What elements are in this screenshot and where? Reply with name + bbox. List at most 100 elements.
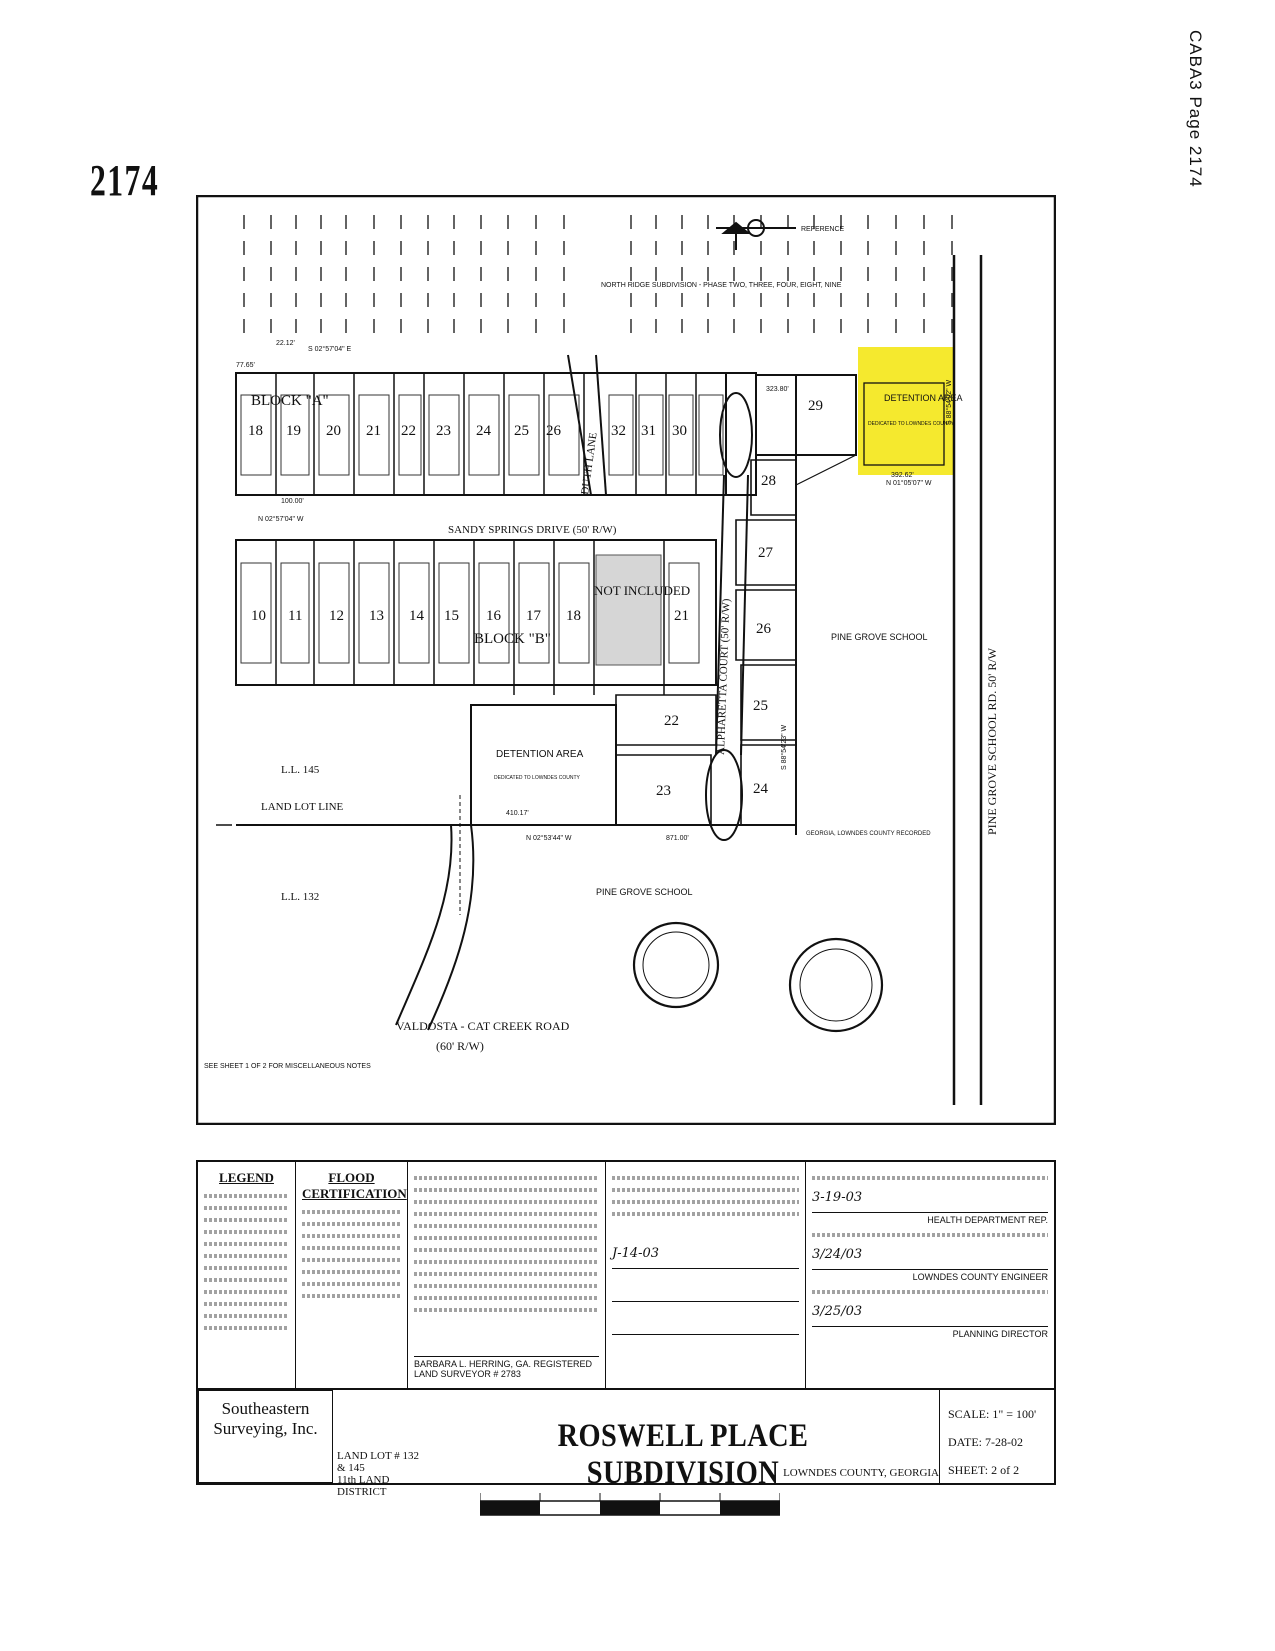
subdivision-title: ROSWELL PLACE SUBDIVISION bbox=[557, 1418, 809, 1491]
bearing-label: N 02°53'44" W bbox=[526, 834, 572, 842]
lot-label: 27 bbox=[758, 545, 774, 561]
street-label: SANDY SPRINGS DRIVE (50' R/W) bbox=[448, 524, 617, 536]
lot-label: 11 bbox=[288, 608, 302, 624]
lot-label: 23 bbox=[436, 423, 451, 439]
title-block: Southeastern Surveying, Inc. LAND LOT # … bbox=[196, 1390, 1056, 1498]
bearing-label: S 02°57'04" E bbox=[308, 345, 352, 353]
not-included-parcel bbox=[595, 554, 662, 666]
approval-engineer: LOWNDES COUNTY ENGINEER bbox=[912, 1272, 1048, 1282]
lot-label: 28 bbox=[761, 473, 776, 489]
lot-label: 26 bbox=[756, 621, 772, 637]
detention-upper-note: DEDICATED TO LOWNDES COUNTY bbox=[868, 421, 955, 427]
north-arrow-icon bbox=[716, 219, 796, 250]
flood-certification-panel: FLOOD CERTIFICATION bbox=[296, 1162, 408, 1388]
street-label: ALPHARETTA COURT (50' R/W) bbox=[715, 598, 732, 755]
owner-signature-date: J-14-03 bbox=[612, 1246, 799, 1269]
approval-date-3: 3/25/03 bbox=[812, 1304, 1048, 1327]
lot-label: 23 bbox=[656, 783, 671, 799]
distance-label: 323.80' bbox=[766, 386, 789, 393]
scale-label: SCALE: 1" = 100' bbox=[948, 1407, 1037, 1421]
distance-label: 410.17' bbox=[506, 810, 529, 817]
bearing-label: S 88°54'23" W bbox=[780, 724, 788, 770]
lot-label: 25 bbox=[514, 423, 529, 439]
legend-title: LEGEND bbox=[219, 1170, 274, 1185]
planning-seal-icon bbox=[632, 921, 720, 1009]
lot-label: 17 bbox=[526, 608, 542, 624]
lot-label: 32 bbox=[611, 423, 626, 439]
lot-label: 29 bbox=[808, 398, 823, 414]
firm-name: Southeastern Surveying, Inc. bbox=[198, 1390, 333, 1483]
north-arrow-label: REFERENCE bbox=[801, 226, 845, 233]
lot-label: 30 bbox=[672, 423, 687, 439]
owner-certification-panel: J-14-03 bbox=[606, 1162, 806, 1388]
surveyor-certification-panel: BARBARA L. HERRING, GA. REGISTERED LAND … bbox=[408, 1162, 606, 1388]
lot-label: 10 bbox=[251, 608, 266, 624]
lot-label: 24 bbox=[476, 423, 492, 439]
distance-label: 22.12' bbox=[276, 340, 295, 347]
land-lot-info: LAND LOT # 132 & 145 11th LAND DISTRICT bbox=[333, 1390, 423, 1498]
lot-label: 24 bbox=[753, 781, 769, 797]
bearing-label: N 02°57'04" W bbox=[258, 515, 304, 523]
legend-panel: LEGEND bbox=[198, 1162, 296, 1388]
recording-note: GEORGIA, LOWNDES COUNTY RECORDED bbox=[806, 831, 931, 837]
firm-name-text: Southeastern Surveying, Inc. bbox=[213, 1399, 318, 1438]
sheet-info: SCALE: 1" = 100' DATE: 7-28-02 SHEET: 2 … bbox=[939, 1390, 1054, 1483]
lot-label: 15 bbox=[444, 608, 459, 624]
lot-label: 16 bbox=[486, 608, 502, 624]
land-lot-label: L.L. 132 bbox=[281, 891, 319, 903]
flood-title: FLOOD CERTIFICATION bbox=[302, 1170, 407, 1201]
distance-label: 77.65' bbox=[236, 362, 255, 369]
lot-label: 18 bbox=[248, 423, 263, 439]
lot-label: 25 bbox=[753, 698, 768, 714]
detention-lower-note: DEDICATED TO LOWNDES COUNTY bbox=[494, 775, 581, 781]
date-label: DATE: 7-28-02 bbox=[948, 1435, 1023, 1449]
approval-date-1: 3-19-03 bbox=[812, 1190, 1048, 1213]
lot-label: 14 bbox=[409, 608, 425, 624]
plat-map: REFERENCE NORTH RIDGE SUBDIVISION - PHAS… bbox=[196, 195, 1056, 1125]
lot-label: 21 bbox=[366, 423, 381, 439]
see-sheet-note: SEE SHEET 1 OF 2 FOR MISCELLANEOUS NOTES bbox=[204, 1063, 371, 1070]
north-ridge-label: NORTH RIDGE SUBDIVISION - PHASE TWO, THR… bbox=[601, 282, 842, 289]
approval-planning: PLANNING DIRECTOR bbox=[952, 1329, 1048, 1339]
land-lot-label: L.L. 145 bbox=[281, 764, 320, 776]
surveyor-seal-icon bbox=[788, 937, 884, 1033]
detention-area-upper bbox=[863, 382, 945, 466]
block-a-label: BLOCK "A" bbox=[251, 393, 329, 409]
lot-label: 26 bbox=[546, 423, 562, 439]
lot-label: 19 bbox=[286, 423, 301, 439]
school-label: PINE GROVE SCHOOL bbox=[831, 632, 928, 642]
school-label: PINE GROVE SCHOOL bbox=[596, 887, 693, 897]
street-label: VALDOSTA - CAT CREEK ROAD bbox=[396, 1019, 570, 1033]
lot-label: 13 bbox=[369, 608, 384, 624]
land-lot-line-label: LAND LOT LINE bbox=[261, 801, 344, 813]
approval-health: HEALTH DEPARTMENT REP. bbox=[927, 1215, 1048, 1225]
highlight-detention-area bbox=[858, 347, 953, 475]
distance-label: 100.00' bbox=[281, 498, 304, 505]
certificate-band: LEGEND FLOOD CERTIFICATION BARBARA L. HE… bbox=[196, 1160, 1056, 1390]
lot-label: 20 bbox=[326, 423, 341, 439]
lot-label: 18 bbox=[566, 608, 581, 624]
corner-page-id: CABA3 Page 2174 bbox=[1186, 30, 1205, 188]
street-label: PINE GROVE SCHOOL RD. 50' R/W bbox=[985, 647, 999, 835]
detention-lower-label: DETENTION AREA bbox=[496, 749, 584, 760]
land-district-text: 11th LAND DISTRICT bbox=[337, 1474, 390, 1498]
block-b-label: BLOCK "B" bbox=[474, 631, 551, 647]
map-border bbox=[196, 195, 1056, 1125]
detention-upper-label: DETENTION AREA bbox=[884, 393, 963, 403]
sheet-label: SHEET: 2 of 2 bbox=[948, 1463, 1020, 1477]
north-ridge-lot-lines bbox=[243, 215, 953, 345]
bearing-label: N 01°05'07" W bbox=[886, 479, 932, 487]
lot-label: 12 bbox=[329, 608, 344, 624]
street-label: (60' R/W) bbox=[436, 1039, 484, 1053]
lot-label: 22 bbox=[401, 423, 416, 439]
page-number: 2174 bbox=[90, 156, 160, 205]
bearing-label: S 88°54'02" W bbox=[945, 379, 953, 425]
distance-label: 392.62' bbox=[891, 472, 914, 479]
approval-date-2: 3/24/03 bbox=[812, 1247, 1048, 1270]
lot-label: 21 bbox=[674, 608, 689, 624]
distance-label: 871.00' bbox=[666, 835, 689, 842]
land-lot-text: LAND LOT # 132 & 145 bbox=[337, 1450, 419, 1474]
lot-label: 22 bbox=[664, 713, 679, 729]
not-included-label: NOT INCLUDED bbox=[594, 583, 690, 598]
surveyor-name: BARBARA L. HERRING, GA. REGISTERED LAND … bbox=[414, 1359, 593, 1379]
